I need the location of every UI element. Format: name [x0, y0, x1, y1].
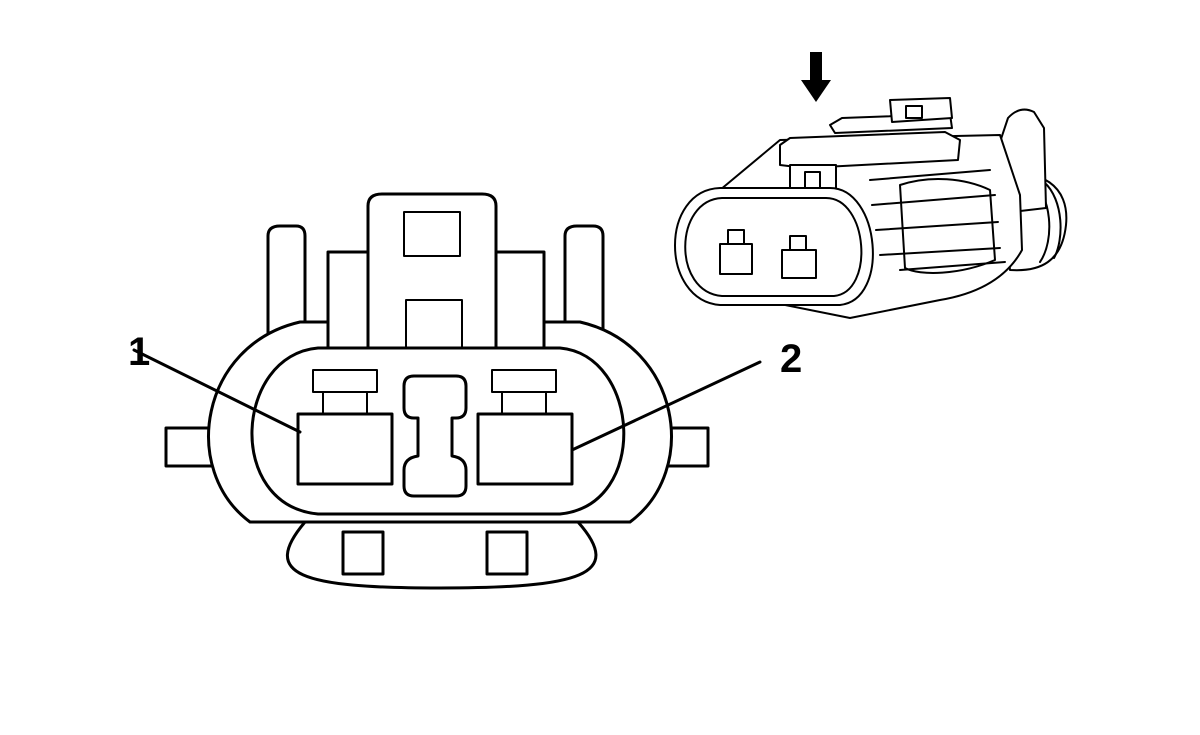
leader-line-1 — [132, 348, 302, 434]
rib-left — [266, 224, 307, 342]
arrow-down-icon — [801, 52, 831, 102]
iso-front-face — [674, 187, 874, 306]
terminal-2 — [476, 369, 574, 486]
latch-tab — [366, 192, 498, 350]
center-key — [402, 374, 468, 498]
connector-front-view — [132, 192, 762, 590]
bottom-foot-left — [341, 530, 385, 576]
iso-terminal-2 — [781, 235, 817, 279]
rib-right — [563, 224, 605, 342]
iso-top-latch — [779, 131, 961, 169]
bottom-foot-right — [485, 530, 529, 576]
terminal-1 — [296, 369, 394, 486]
latch-window-bottom — [405, 299, 463, 349]
pin-label-1: 1 — [128, 330, 150, 374]
outer-hood — [285, 520, 598, 590]
leader-line-2 — [570, 360, 762, 452]
connector-iso-view — [674, 97, 1068, 319]
pin-label-2: 2 — [780, 337, 802, 381]
latch-window-top — [403, 211, 461, 257]
iso-terminal-1 — [719, 229, 753, 275]
